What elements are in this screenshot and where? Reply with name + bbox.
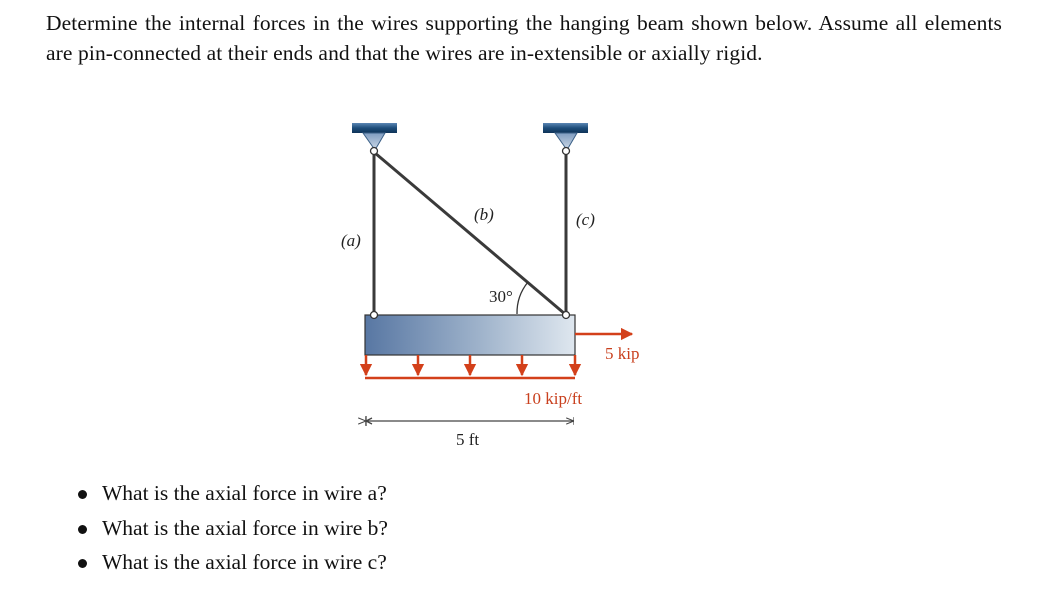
wire-b-label: (b)	[474, 205, 494, 224]
question-item: What is the axial force in wire a?	[78, 476, 388, 511]
beam	[364, 314, 576, 356]
bullet-icon	[78, 490, 87, 499]
question-item: What is the axial force in wire b?	[78, 511, 388, 546]
wire-a-label: (a)	[341, 231, 361, 250]
angle-arc	[516, 281, 529, 315]
problem-statement: Determine the internal forces in the wir…	[46, 11, 1002, 65]
pin-icon	[561, 146, 571, 156]
left-pin-support-icon	[352, 123, 397, 151]
question-item: What is the axial force in wire c?	[78, 545, 388, 580]
right-pin-support-icon	[543, 123, 588, 151]
wire-c-label: (c)	[576, 210, 595, 229]
point-load-label: 5 kip	[605, 344, 639, 363]
pin-icon	[369, 310, 379, 320]
wire-b	[374, 151, 566, 316]
pin-icon	[561, 310, 571, 320]
span-label: 5 ft	[456, 430, 479, 449]
distributed-load-arrows	[359, 355, 582, 380]
question-list: What is the axial force in wire a? What …	[78, 476, 388, 580]
distributed-load-label: 10 kip/ft	[524, 389, 582, 408]
bullet-icon	[78, 524, 87, 534]
angle-label: 30°	[489, 287, 513, 306]
pin-icon	[369, 146, 379, 156]
bullet-icon	[78, 559, 87, 568]
